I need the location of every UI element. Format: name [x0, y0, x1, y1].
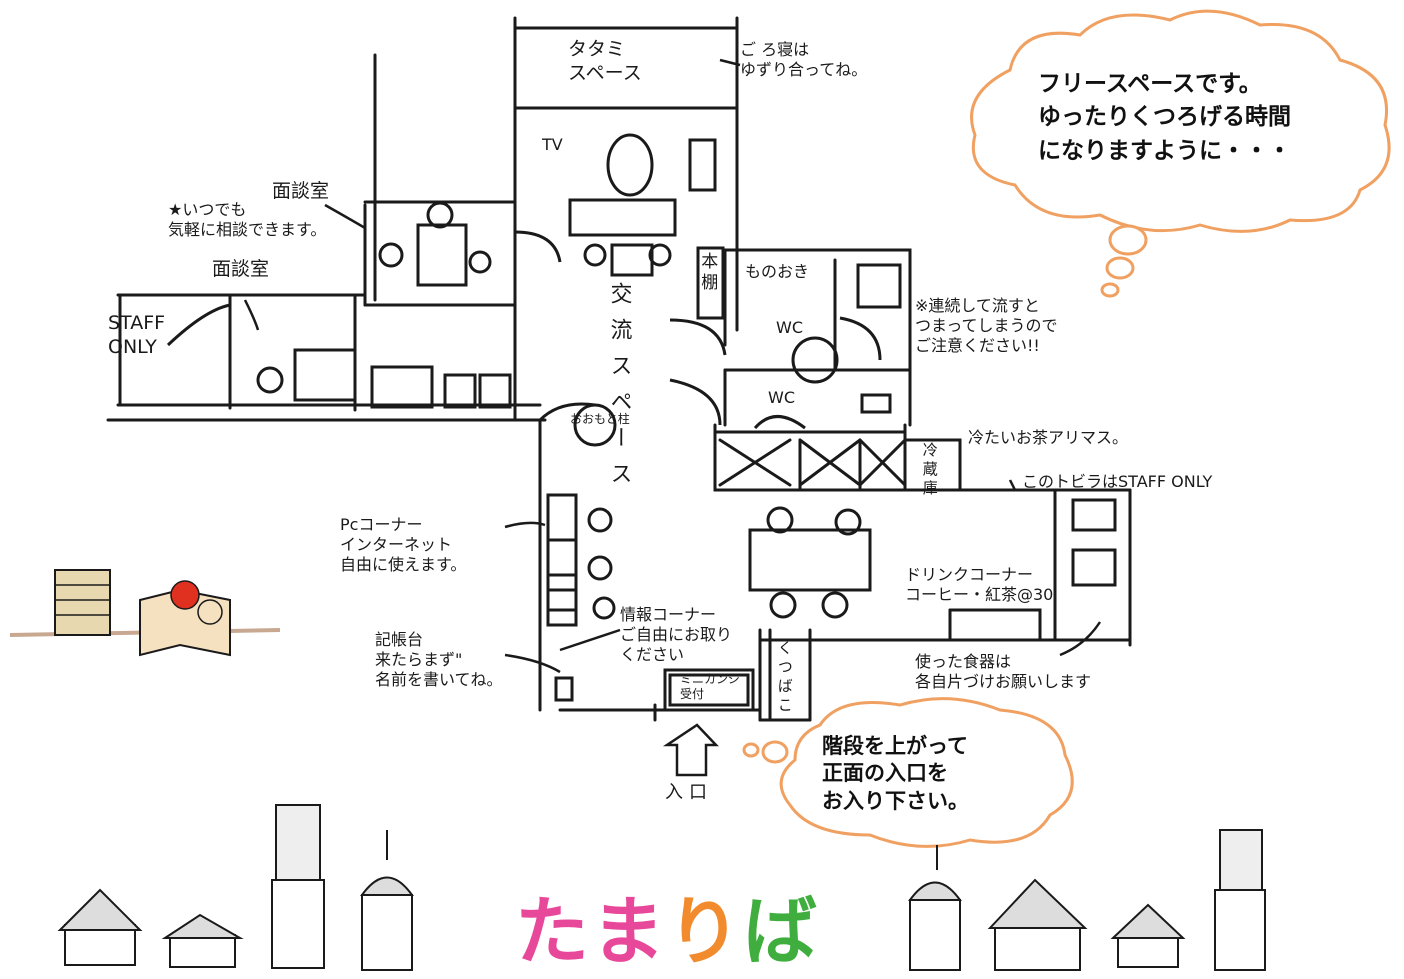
title-char-2: ま	[591, 888, 665, 975]
dishes-note: 使った食器は 各自片づけお願いします	[915, 652, 1092, 691]
free-space-bubble-text: フリースペースです。 ゆったりくつろげる時間 になりますように・・・	[1038, 71, 1291, 164]
wc-2-label: WC	[768, 388, 795, 407]
register-desk-label: 記帳台 来たらまず" 名前を書いてね。	[375, 630, 503, 689]
exchange-space-label: 交流スペース	[606, 282, 632, 498]
free-space-bubble	[970, 9, 1391, 298]
title-char-4: ば	[743, 888, 817, 975]
consult-note: ★いつでも 気軽に相談できます。	[168, 200, 327, 239]
shoe-box-label: くつばこ	[775, 640, 794, 716]
town-skyline	[57, 804, 1266, 971]
drink-corner-label: ドリンクコーナー コーヒー・紅茶@30	[905, 565, 1054, 604]
staff-only-label: STAFF ONLY	[108, 312, 166, 358]
stairs-bubble-text: 階段を上がって 正面の入口を お入り下さい。	[822, 734, 969, 813]
entrance-arrow-icon	[662, 723, 719, 777]
reading-illustration	[9, 569, 281, 657]
bookshelf-label: 本棚	[697, 252, 718, 294]
pillar-label: おおもと柱	[570, 412, 630, 426]
wc-1-label: WC	[776, 318, 803, 337]
tv-label: TV	[542, 135, 563, 154]
cold-tea-note: 冷たいお茶アリマス。	[968, 428, 1129, 447]
consult-room-2-label: 面談室	[212, 258, 270, 280]
furniture	[166, 133, 1117, 712]
nap-note: ご ろ寝は ゆずり合ってね。	[740, 40, 868, 79]
pointer-arrows	[243, 58, 1102, 674]
flush-note: ※連続して流すと つまってしまうので ご注意ください!!	[915, 296, 1058, 355]
title-char-1: た	[515, 888, 589, 975]
stairs-bubble	[742, 697, 1074, 848]
title-char-3: り	[667, 888, 741, 975]
info-corner-label: 情報コーナー ご自由にお取り ください	[620, 605, 733, 664]
staff-door-note: このトビラはSTAFF ONLY	[1022, 472, 1213, 491]
entrance-label: 入口	[665, 782, 713, 803]
storage-label: ものおき	[745, 262, 810, 281]
tamariba-logo: た ま り ば	[515, 880, 825, 975]
tatami-space-label: タタミ スペース	[568, 38, 642, 84]
entrance-desk-label: ミニカンジ 受付	[680, 672, 741, 701]
consult-room-1-label: 面談室	[272, 180, 330, 202]
fridge-label: 冷蔵庫	[920, 442, 939, 499]
pc-corner-label: Pcコーナー インターネット 自由に使えます。	[340, 515, 467, 574]
